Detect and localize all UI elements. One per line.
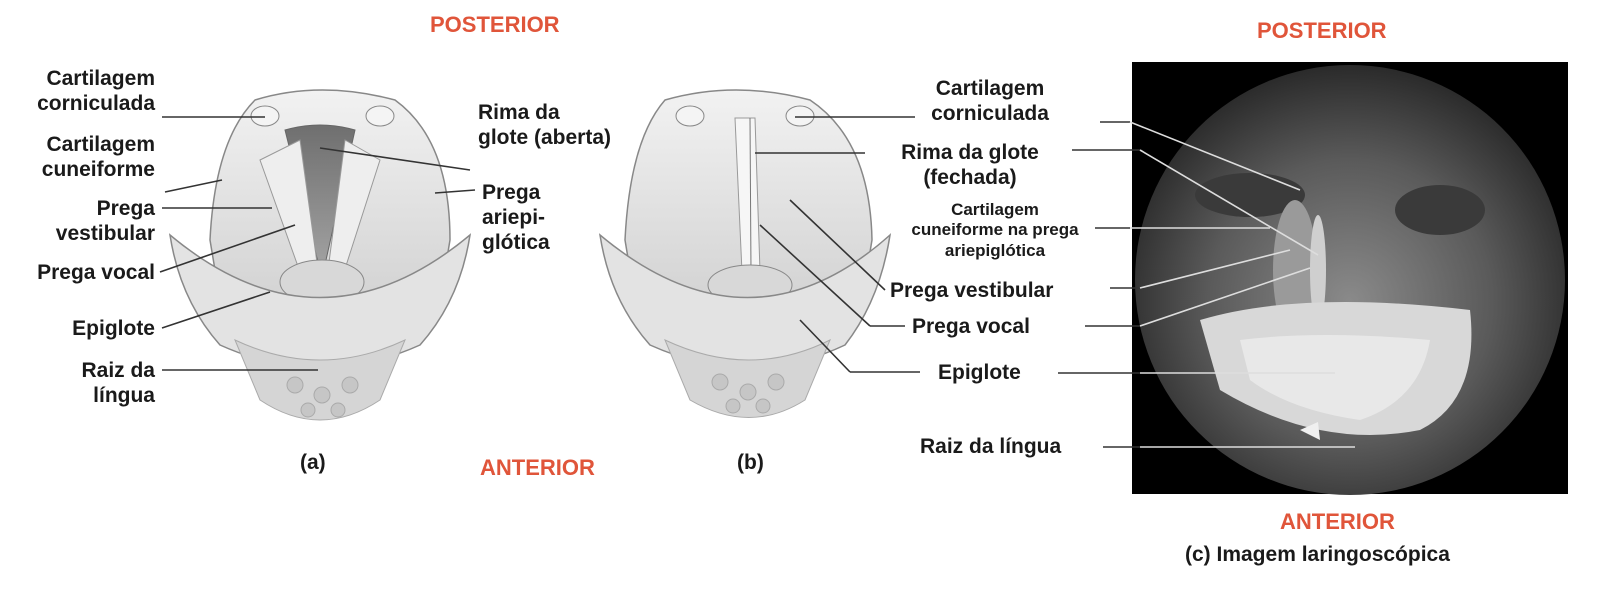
label-glottis-closed: Rima da glote(fechada) (901, 141, 1039, 190)
label-vestibular-b: Prega vestibular (890, 279, 1054, 302)
panel-a-leader-lines (159, 116, 476, 371)
posterior-label-ab: POSTERIOR (430, 12, 560, 37)
label-epiglottis-a: Epiglote (72, 317, 155, 340)
anterior-label-ab: ANTERIOR (480, 455, 595, 480)
caption-a: (a) (300, 451, 326, 474)
panel-c-leader-lines (1058, 121, 1355, 448)
label-epiglottis-b: Epiglote (938, 361, 1021, 384)
laryngoscopic-photo (1132, 62, 1568, 495)
caption-c: (c) Imagem laringoscópica (1185, 543, 1450, 566)
label-tongue-root-b: Raiz da língua (920, 435, 1062, 458)
larynx-illustration-open (168, 89, 472, 421)
larynx-illustration-closed (598, 89, 892, 418)
posterior-label-c: POSTERIOR (1257, 18, 1387, 43)
caption-b: (b) (737, 451, 764, 474)
anterior-label-c: ANTERIOR (1280, 509, 1395, 534)
label-vocal-b: Prega vocal (912, 315, 1030, 338)
panel-b-leader-lines (755, 116, 920, 373)
label-vocal-a: Prega vocal (37, 261, 155, 284)
